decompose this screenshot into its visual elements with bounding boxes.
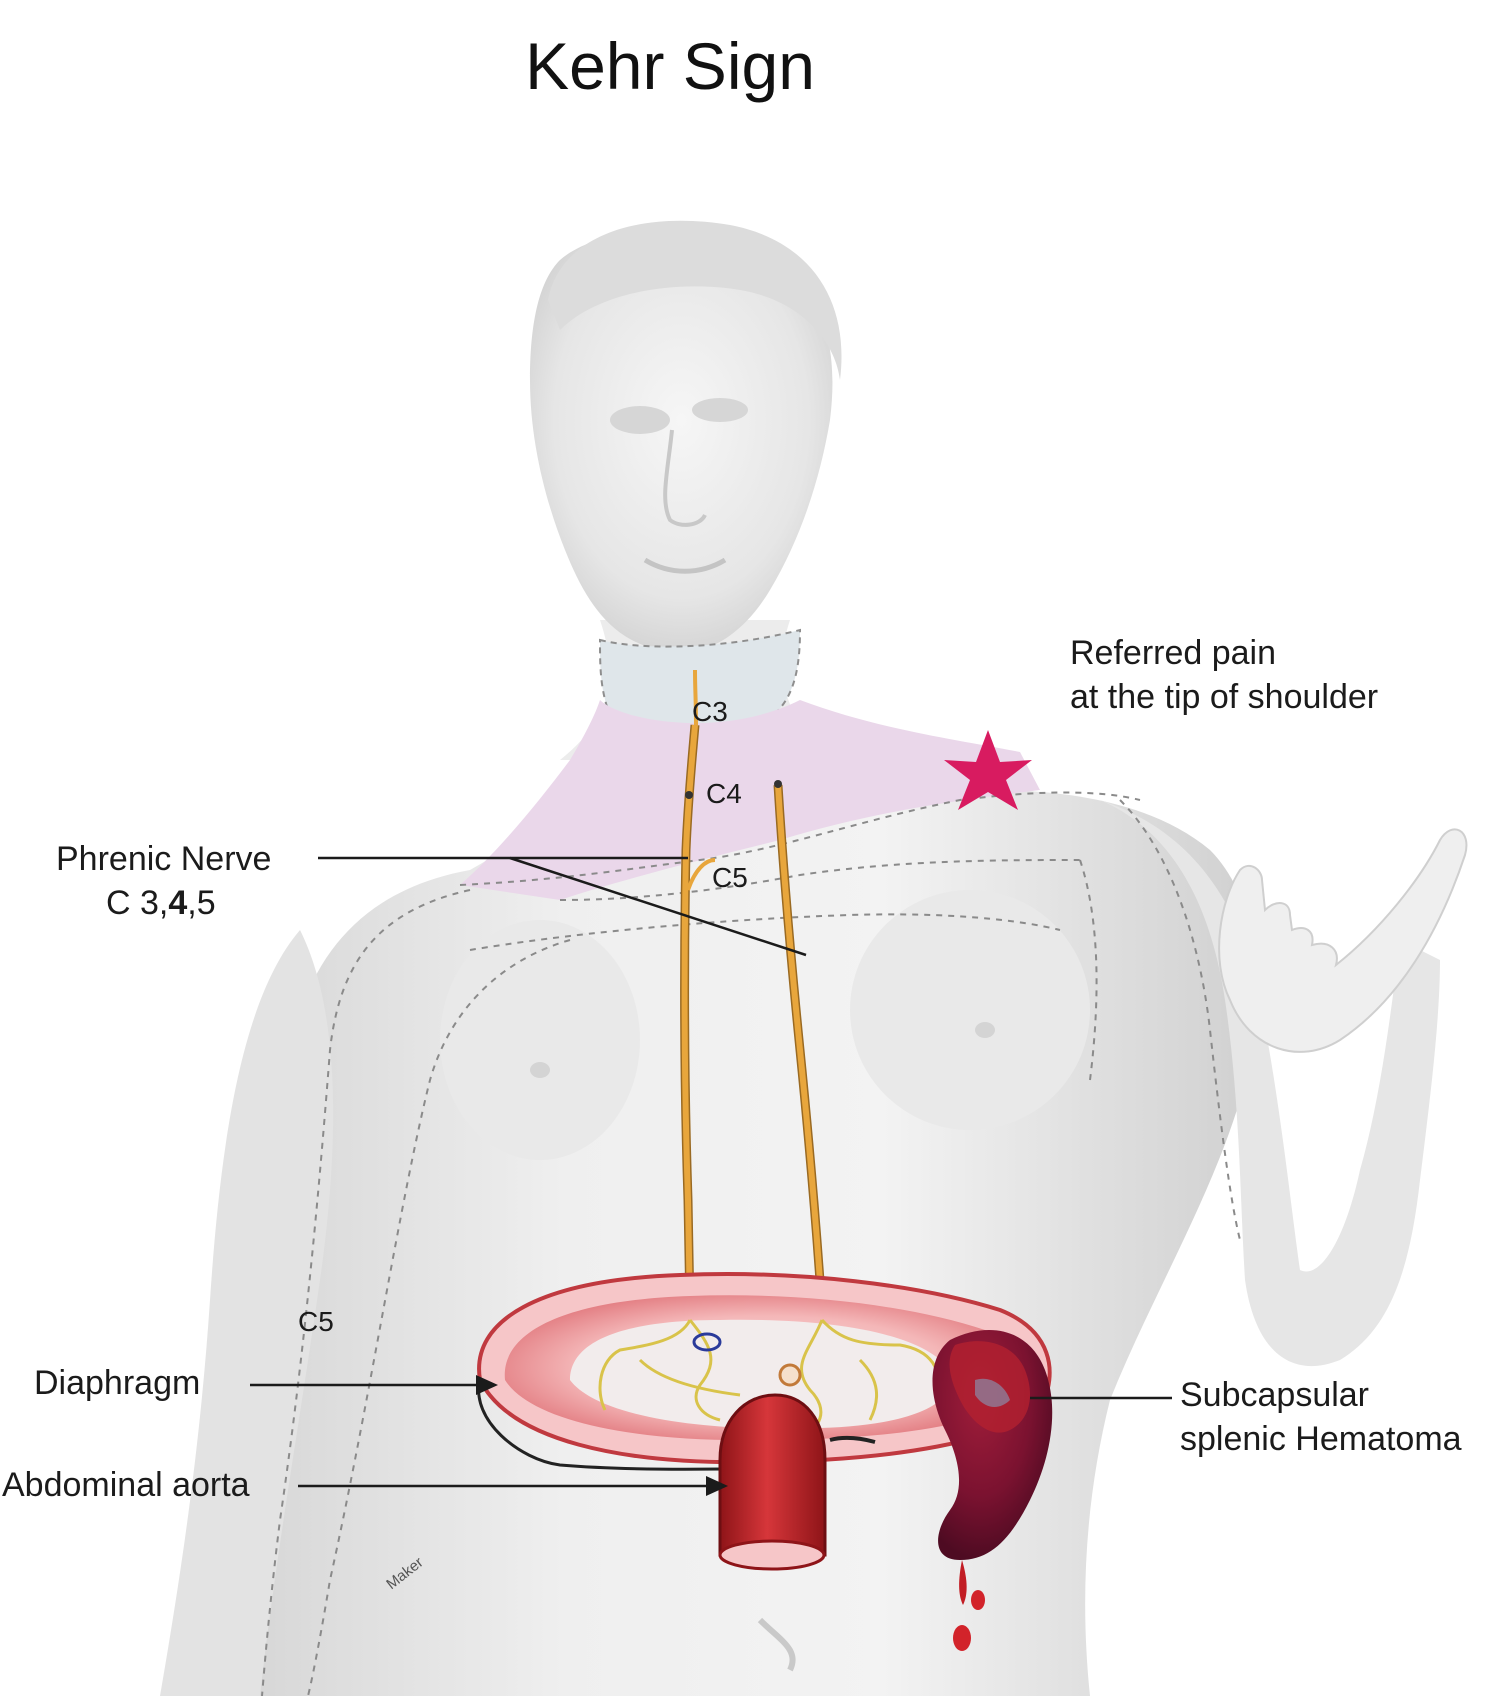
abdominal-aorta-label: Abdominal aorta	[2, 1466, 250, 1504]
leader-lines	[250, 856, 1172, 1488]
phrenic-segments-suffix: ,5	[187, 883, 216, 922]
phrenic-segments-prefix: C 3,	[106, 883, 169, 922]
page-title: Kehr Sign	[525, 29, 815, 103]
referred-pain-line-2: at the tip of shoulder	[1070, 677, 1379, 716]
phrenic-nerves	[680, 669, 827, 1311]
phrenic-nerve-label: Phrenic Nerve C 3,4,5	[56, 838, 271, 925]
referred-pain-line-1: Referred pain	[1070, 634, 1277, 672]
c5-neck-label: C5	[712, 862, 748, 893]
abdominal-aorta-illustration	[718, 1393, 827, 1571]
referred-pain-star-icon	[944, 730, 1032, 810]
phrenic-nerve-line-1: Phrenic Nerve	[56, 840, 272, 878]
splenic-hematoma-illustration	[932, 1330, 1053, 1651]
arrowheads	[476, 1375, 728, 1496]
c5-arm-label: C5	[298, 1306, 334, 1337]
diaphragm-illustration	[477, 1272, 1052, 1471]
hematoma-label: Subcapsular splenic Hematoma	[1180, 1374, 1462, 1461]
c4-label: C4	[706, 778, 742, 809]
hematoma-line-1: Subcapsular	[1180, 1376, 1370, 1414]
neck-shoulder-band-c4	[460, 700, 1040, 900]
phrenic-segment-bold: 4	[168, 883, 188, 922]
referred-pain-label: Referred pain at the tip of shoulder	[1070, 632, 1378, 719]
phrenic-nerve-line-2: C 3,4,5	[56, 882, 271, 926]
diaphragm-label: Diaphragm	[34, 1364, 201, 1402]
hematoma-line-2: splenic Hematoma	[1180, 1419, 1462, 1458]
dermatome-boundaries	[261, 791, 1241, 1696]
neck-band-c3	[598, 628, 802, 737]
c3-label: C3	[692, 696, 728, 727]
